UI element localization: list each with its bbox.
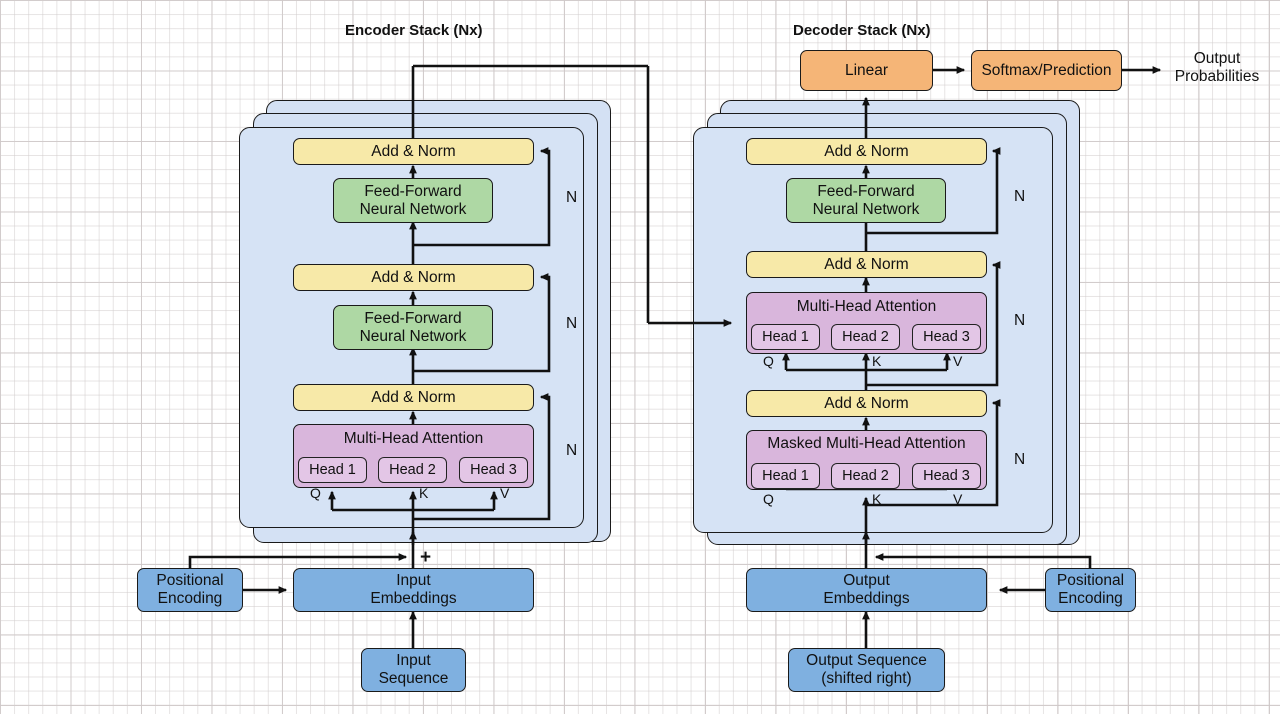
decoder-masked-head-3[interactable]: Head 3	[912, 463, 981, 489]
decoder-positional-encoding[interactable]: Positional Encoding	[1045, 568, 1136, 612]
encoder-feed-forward-1[interactable]: Feed-Forward Neural Network	[333, 178, 493, 223]
softmax-prediction[interactable]: Softmax/Prediction	[971, 50, 1122, 91]
encoder-feed-forward-2[interactable]: Feed-Forward Neural Network	[333, 305, 493, 350]
decoder-cross-head-1[interactable]: Head 1	[751, 324, 820, 350]
decoder-masked-head-2[interactable]: Head 2	[831, 463, 900, 489]
decoder-cross-head-3[interactable]: Head 3	[912, 324, 981, 350]
output-sequence[interactable]: Output Sequence (shifted right)	[788, 648, 945, 692]
decoder-add-norm-2[interactable]: Add & Norm	[746, 251, 987, 278]
decoder-add-norm-3[interactable]: Add & Norm	[746, 390, 987, 417]
decoder-masked-head-1[interactable]: Head 1	[751, 463, 820, 489]
decoder-masked-v-label: V	[953, 491, 963, 507]
decoder-feed-forward-1[interactable]: Feed-Forward Neural Network	[786, 178, 946, 223]
encoder-loop-label-1: N	[566, 189, 578, 206]
encoder-head-1[interactable]: Head 1	[298, 457, 367, 483]
encoder-k-label: K	[419, 485, 429, 501]
decoder-masked-q-label: Q	[763, 491, 774, 507]
input-embeddings[interactable]: Input Embeddings	[293, 568, 534, 612]
output-probabilities-label: Output Probabilities	[1174, 50, 1260, 86]
encoder-loop-label-2: N	[566, 315, 578, 332]
decoder-loop-label-1: N	[1014, 188, 1026, 205]
encoder-positional-encoding[interactable]: Positional Encoding	[137, 568, 243, 612]
encoder-sum-symbol: +	[420, 547, 432, 568]
encoder-head-2[interactable]: Head 2	[378, 457, 447, 483]
encoder-stack-title: Encoder Stack (Nx)	[345, 22, 483, 39]
encoder-attention-label: Multi-Head Attention	[343, 430, 484, 447]
decoder-cross-k-label: K	[872, 353, 882, 369]
encoder-q-label: Q	[310, 485, 321, 501]
decoder-masked-attention-label: Masked Multi-Head Attention	[767, 435, 966, 452]
decoder-masked-k-label: K	[872, 491, 882, 507]
decoder-cross-attention-label: Multi-Head Attention	[796, 298, 937, 315]
linear-layer[interactable]: Linear	[800, 50, 933, 91]
decoder-loop-label-2: N	[1014, 312, 1026, 329]
encoder-add-norm-1[interactable]: Add & Norm	[293, 138, 534, 165]
encoder-v-label: V	[500, 485, 510, 501]
decoder-cross-head-2[interactable]: Head 2	[831, 324, 900, 350]
encoder-add-norm-2[interactable]: Add & Norm	[293, 264, 534, 291]
encoder-loop-label-3: N	[566, 442, 578, 459]
decoder-cross-q-label: Q	[763, 353, 774, 369]
decoder-cross-v-label: V	[953, 353, 963, 369]
encoder-add-norm-3[interactable]: Add & Norm	[293, 384, 534, 411]
output-embeddings[interactable]: Output Embeddings	[746, 568, 987, 612]
input-sequence[interactable]: Input Sequence	[361, 648, 466, 692]
decoder-loop-label-3: N	[1014, 451, 1026, 468]
encoder-head-3[interactable]: Head 3	[459, 457, 528, 483]
decoder-add-norm-1[interactable]: Add & Norm	[746, 138, 987, 165]
decoder-stack-title: Decoder Stack (Nx)	[793, 22, 931, 39]
